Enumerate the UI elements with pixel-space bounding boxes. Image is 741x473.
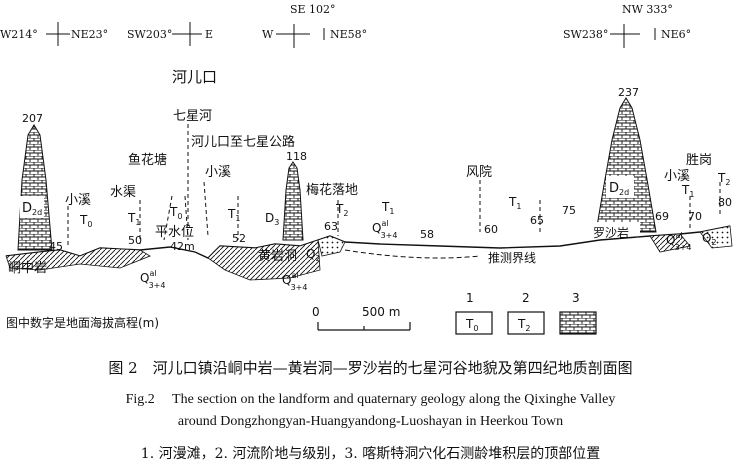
orientation-left-label: W [262, 28, 274, 41]
elevation-label: 45 [49, 240, 63, 253]
left-karst-peak [17, 124, 53, 251]
elevation-label: 42m [170, 240, 195, 253]
orientation-right-label: NE23° [71, 28, 108, 41]
elevation-label: 237 [618, 86, 639, 99]
left-alluvium-body [5, 247, 151, 271]
scale-zero-label: 0 [312, 305, 320, 319]
terrace-label: T1 [227, 207, 240, 223]
elevation-label: 207 [22, 112, 43, 125]
terrace-label: T1 [127, 211, 140, 227]
xiaoxi-label-right: 小溪 [664, 169, 690, 184]
elevation-label: 75 [562, 204, 576, 217]
town-label: 河儿口 [172, 68, 217, 86]
fengyuan-label: 风院 [466, 165, 492, 180]
caption-chinese: 图 2 河儿口镇沿峒中岩—黄岩洞—罗沙岩的七星河谷地貌及第四纪地质剖面图 [108, 359, 633, 377]
orientation-top-label: NW 333° [622, 3, 673, 16]
huangyandong-label: 黄岩洞 [258, 249, 297, 264]
scale-value-label: 500 m [362, 305, 400, 319]
middle-karst-peak [282, 161, 304, 241]
luoshayan-label-box [590, 222, 640, 242]
elevation-label: 60 [484, 223, 498, 236]
elevation-label: 80 [718, 196, 732, 209]
caption-english-line1: Fig.2 The section on the landform and qu… [125, 392, 616, 407]
orientation-right-label: E [205, 28, 213, 41]
left-peak-stratum-label: D2d [22, 201, 42, 217]
legend-number: 3 [572, 291, 580, 305]
xiaoxi-label-left: 小溪 [65, 193, 91, 208]
terrace-label: T2 [717, 171, 730, 187]
terrace-markers [67, 180, 721, 246]
inferred-boundary-line [344, 249, 481, 259]
orientation-marker-4: NW 333° SW238° NE6° [563, 3, 691, 48]
legend-swatch-t2 [507, 311, 545, 335]
legend-number: 1 [466, 291, 474, 305]
caption-english-line2: around Dongzhongyan-Huangyandong-Luoshay… [177, 414, 564, 429]
shuiqu-label: 水渠 [110, 185, 136, 200]
elevation-label: 69 [655, 210, 669, 223]
elevation-label: 63 [324, 220, 338, 233]
legend-label: T2 [517, 317, 530, 333]
elevation-label: 50 [128, 234, 142, 247]
terrace-label: T1 [381, 200, 394, 216]
right-karst-peak [595, 97, 657, 233]
elevation-note: 图中数字是地面海拔高程(m) [6, 315, 159, 330]
inferred-boundary-label: 推测界线 [488, 251, 536, 265]
meihualuodi-label: 梅花落地 [306, 182, 358, 198]
pingshuiwei-label: 平水位 [155, 225, 194, 240]
orientation-top-label: SE 102° [290, 3, 336, 16]
elevation-label: 70 [688, 210, 702, 223]
qixinghe-label: 七星河 [173, 109, 212, 124]
orientation-marker-1: W214° NE23° [0, 22, 108, 46]
shenggang-label: 胜岗 [686, 153, 712, 168]
legend-swatch-cave-deposit [559, 311, 597, 335]
dongzhongyan-label: 峒中岩 [8, 261, 47, 276]
luoshayan-label: 罗沙岩 [593, 225, 629, 240]
legend-number: 2 [522, 291, 530, 305]
orientation-marker-3: SE 102° W NE58° [262, 3, 367, 48]
orientation-marker-2: SW203° E [127, 22, 213, 46]
legend-label: T0 [465, 317, 478, 333]
road-label: 河儿口至七星公路 [191, 134, 295, 150]
right-peak-stratum-label: D2d [609, 181, 629, 197]
orientation-right-label: NE6° [661, 28, 691, 41]
left-peak-label-box [20, 196, 44, 218]
terrace-label: T0 [79, 213, 92, 229]
elevation-label: 65 [530, 214, 544, 227]
middle-gravel-body [317, 235, 346, 257]
terrace-label: T0 [169, 205, 182, 221]
elevation-label: 52 [232, 232, 246, 245]
q2-label-right: Q2 [702, 231, 717, 247]
caption-legend-line: 1. 河漫滩，2. 河流阶地与级别，3. 喀斯特洞穴化石测龄堆积层的顶部位置 [140, 446, 601, 462]
q2-label-middle: Q2 [306, 247, 321, 263]
orientation-left-label: SW238° [563, 28, 608, 41]
orientation-right-label: NE58° [330, 28, 367, 41]
elevation-label: 118 [286, 150, 307, 163]
scale-bar: 0 500 m [312, 305, 411, 331]
xiaoxi-label-center: 小溪 [205, 165, 231, 180]
legend: 1 T0 2 T2 3 [455, 291, 597, 335]
terrace-label: T1 [508, 195, 521, 211]
right-gravel-body [699, 225, 733, 249]
right-alluvium-body [649, 233, 691, 253]
right-peak-label-box [606, 176, 634, 198]
elevation-label: 58 [420, 228, 434, 241]
legend-swatch-t0 [455, 311, 493, 335]
yuhuatang-label: 鱼花塘 [128, 152, 167, 168]
middle-peak-stratum-label: D3 [265, 211, 279, 227]
orientation-left-label: W214° [0, 28, 38, 41]
orientation-left-label: SW203° [127, 28, 172, 41]
terrace-label: T2 [335, 202, 348, 218]
terrace-label: T1 [681, 183, 694, 199]
